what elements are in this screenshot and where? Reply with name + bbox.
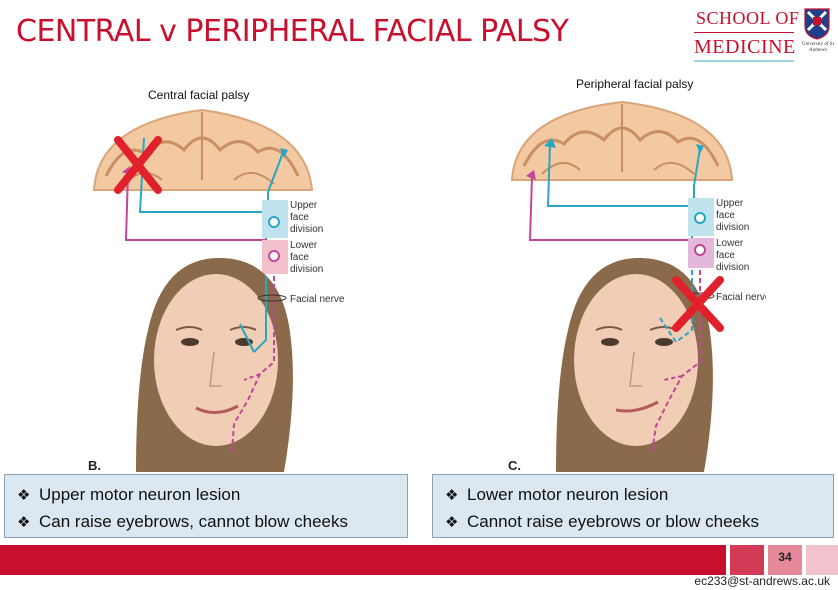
label-upper-face-2: face bbox=[716, 210, 735, 221]
bullet-item: ❖ Cannot raise eyebrows or blow cheeks bbox=[445, 508, 823, 535]
diamond-bullet-icon: ❖ bbox=[17, 513, 39, 531]
page-number: 34 bbox=[770, 550, 800, 564]
label-upper-face-3: division bbox=[290, 224, 323, 235]
bullet-item: ❖ Lower motor neuron lesion bbox=[445, 481, 823, 508]
brainstem-nuclei bbox=[262, 200, 288, 274]
logo-divider bbox=[694, 32, 794, 33]
brainstem-nuclei bbox=[688, 198, 714, 268]
label-upper-face-1: Upper bbox=[290, 200, 318, 211]
bullet-text: Can raise eyebrows, cannot blow cheeks bbox=[39, 512, 348, 532]
university-crest-icon bbox=[804, 8, 830, 40]
label-facial-nerve: Facial nerve bbox=[290, 294, 344, 305]
label-upper-face-3: division bbox=[716, 222, 749, 233]
logo-line-school-of: SCHOOL OF bbox=[696, 8, 799, 29]
slide-title: CENTRAL v PERIPHERAL FACIAL PALSY bbox=[16, 14, 568, 49]
bullet-box-central: ❖ Upper motor neuron lesion ❖ Can raise … bbox=[4, 474, 408, 538]
footer-email: ec233@st-andrews.ac.uk bbox=[694, 574, 830, 588]
bullet-text: Lower motor neuron lesion bbox=[467, 485, 668, 505]
bullet-text: Cannot raise eyebrows or blow cheeks bbox=[467, 512, 759, 532]
label-lower-face-3: division bbox=[716, 262, 749, 273]
panel-letter-b: B. bbox=[88, 458, 101, 473]
logo-line-medicine: MEDICINE bbox=[694, 36, 796, 59]
footer-bar bbox=[0, 545, 726, 575]
illustration-central: Upper face division Lower face division … bbox=[84, 80, 344, 472]
school-logo: SCHOOL OF MEDICINE University of St Andr… bbox=[694, 6, 838, 66]
diamond-bullet-icon: ❖ bbox=[445, 513, 467, 531]
brain-cross-section bbox=[512, 102, 732, 180]
illustration-peripheral: Upper face division Lower face division … bbox=[506, 80, 766, 472]
label-lower-face-2: face bbox=[290, 252, 309, 263]
label-lower-face-3: division bbox=[290, 264, 323, 275]
panel-letter-c: C. bbox=[508, 458, 521, 473]
bullet-item: ❖ Upper motor neuron lesion bbox=[17, 481, 397, 508]
bullet-item: ❖ Can raise eyebrows, cannot blow cheeks bbox=[17, 508, 397, 535]
label-facial-nerve: Facial nerve bbox=[716, 292, 766, 303]
label-lower-face-2: face bbox=[716, 250, 735, 261]
bullet-box-peripheral: ❖ Lower motor neuron lesion ❖ Cannot rai… bbox=[432, 474, 834, 538]
diamond-bullet-icon: ❖ bbox=[17, 486, 39, 504]
bullet-text: Upper motor neuron lesion bbox=[39, 485, 240, 505]
label-upper-face-1: Upper bbox=[716, 198, 744, 209]
label-upper-face-2: face bbox=[290, 212, 309, 223]
label-lower-face-1: Lower bbox=[716, 238, 744, 249]
diamond-bullet-icon: ❖ bbox=[445, 486, 467, 504]
label-lower-face-1: Lower bbox=[290, 240, 318, 251]
logo-underline bbox=[694, 60, 794, 62]
crest-caption: University of St Andrews bbox=[800, 42, 836, 54]
